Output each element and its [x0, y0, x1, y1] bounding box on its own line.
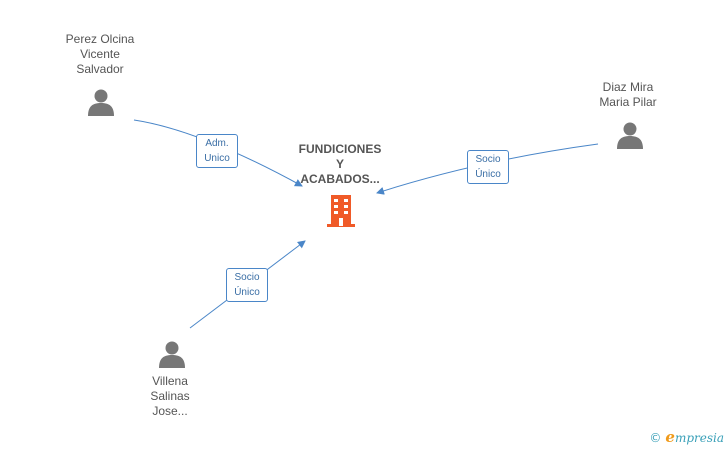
empresia-watermark: ©empresia — [649, 428, 724, 446]
person-name-line: Maria Pilar — [599, 95, 657, 109]
relation-label-line: Socio — [475, 154, 501, 165]
person-name-line: Vicente — [80, 47, 120, 61]
relation-badge-villena[interactable]: Socio Único — [226, 268, 268, 302]
person-name-line: Salvador — [76, 62, 124, 76]
brand-name: mpresia — [674, 431, 724, 445]
person-name-line: Diaz Mira — [602, 80, 654, 94]
building-icon[interactable] — [325, 193, 357, 228]
person-name-diaz[interactable]: Diaz Mira Maria Pilar — [580, 80, 676, 110]
company-name-line: FUNDICIONES — [298, 142, 382, 156]
person-name-line: Villena — [152, 374, 188, 388]
person-icon[interactable] — [87, 88, 115, 116]
relation-label-line: Socio — [234, 272, 260, 283]
person-name-line: Perez Olcina — [65, 32, 135, 46]
company-name-line: Y — [335, 157, 344, 171]
relation-badge-perez[interactable]: Adm. Unico — [196, 134, 238, 168]
person-name-line: Jose... — [152, 404, 188, 418]
company-name-line: ACABADOS... — [300, 172, 380, 186]
relation-badge-diaz[interactable]: Socio Único — [467, 150, 509, 184]
relation-label-line: Único — [234, 287, 260, 298]
brand-initial: e — [665, 428, 675, 446]
person-name-line: Salinas — [150, 389, 190, 403]
person-icon[interactable] — [158, 340, 186, 368]
person-name-villena[interactable]: Villena Salinas Jose... — [122, 374, 218, 419]
relation-label-line: Unico — [204, 153, 230, 164]
relation-label-line: Adm. — [205, 138, 229, 149]
copyright-icon: © — [649, 431, 662, 445]
relation-label-line: Único — [475, 169, 501, 180]
person-icon[interactable] — [616, 121, 644, 149]
person-name-perez[interactable]: Perez Olcina Vicente Salvador — [52, 32, 148, 77]
company-name[interactable]: FUNDICIONES Y ACABADOS... — [290, 142, 390, 187]
